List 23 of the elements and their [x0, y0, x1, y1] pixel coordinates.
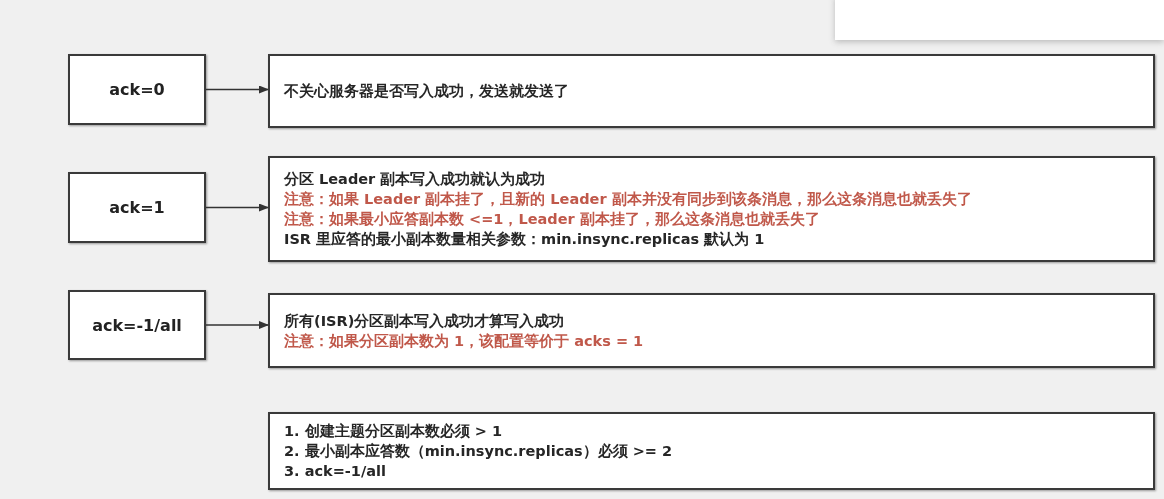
setting-box — [68, 290, 206, 360]
setting-label: ack=-1/all — [92, 315, 182, 335]
arrow — [205, 85, 269, 94]
description-text: 2. 最小副本应答数（min.insync.replicas）必须 >= 2 — [284, 442, 674, 461]
description-text: 不关心服务器是否写入成功，发送就发送了 — [284, 82, 570, 101]
setting-box — [68, 54, 206, 125]
setting-box — [68, 172, 206, 243]
description-box — [268, 412, 1155, 490]
description-box — [268, 54, 1155, 128]
description-text: 1. 创建主题分区副本数必须 > 1 — [284, 422, 503, 441]
arrow — [205, 203, 269, 212]
note-text: 注意：如果最小应答副本数 <=1，Leader 副本挂了，那么这条消息也就丢失了 — [284, 210, 821, 229]
arrow — [205, 321, 269, 329]
note-text: 注意：如果分区副本数为 1，该配置等价于 acks = 1 — [284, 331, 645, 351]
note-text: 注意：如果 Leader 副本挂了，且新的 Leader 副本并没有同步到该条消息，那么这条消息也就丢失了 — [284, 190, 973, 209]
description-text: 分区 Leader 副本写入成功就认为成功 — [284, 170, 547, 189]
setting-label: ack=0 — [109, 80, 165, 99]
description-box — [268, 156, 1155, 262]
description-text: ISR 里应答的最小副本数量相关参数：min.insync.replicas 默认为 1 — [284, 230, 766, 249]
setting-label: ack=1 — [109, 198, 165, 217]
description-text: 3. ack=-1/all — [284, 462, 387, 481]
description-text: 所有(ISR)分区副本写入成功才算写入成功 — [284, 311, 566, 331]
description-box — [268, 293, 1155, 368]
